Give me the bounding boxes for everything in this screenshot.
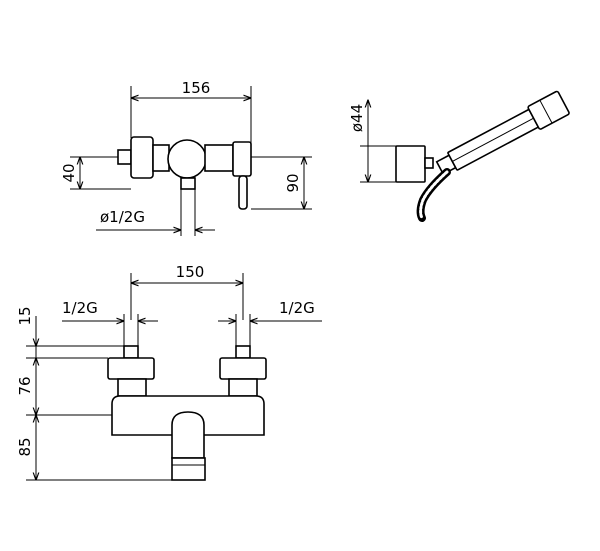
shower-head-divider	[539, 99, 553, 124]
spout	[171, 411, 205, 459]
spout-outlet	[171, 457, 206, 481]
dim-label-40: 40	[60, 163, 78, 182]
dim-label-inlet: ø1/2G	[100, 208, 145, 226]
front-view: 150 1/2G 1/2G 15	[16, 263, 322, 481]
mixer-body	[167, 139, 207, 179]
dim-label-85: 85	[16, 437, 34, 456]
inlet-stub-left	[123, 345, 139, 359]
dim-label-15: 15	[16, 306, 34, 325]
dim-label-156: 156	[182, 79, 211, 97]
lever-handle	[238, 175, 248, 210]
inlet-connector-right	[228, 378, 258, 397]
holder-neck	[424, 157, 434, 169]
dim-label-44: ø44	[348, 104, 366, 132]
shower-hose-inner	[419, 170, 449, 220]
dim-label-150: 150	[176, 263, 205, 281]
inlet-nut-right	[219, 357, 267, 380]
top-view: 156 40 90 ø1/2G	[60, 79, 312, 236]
shower-holder	[395, 145, 426, 183]
inlet-stub-right	[235, 345, 251, 359]
wall-flange	[130, 136, 154, 179]
lever-housing	[232, 141, 252, 177]
inlet-stub	[117, 149, 132, 165]
dim-label-inlet-left: 1/2G	[62, 299, 98, 317]
outlet-nut	[180, 177, 196, 190]
shower-head	[527, 90, 570, 130]
dim-label-90: 90	[284, 173, 302, 192]
dim-label-inlet-right: 1/2G	[279, 299, 315, 317]
hand-shower-view: ø44	[348, 90, 570, 222]
inlet-nut-left	[107, 357, 155, 380]
dim-label-76: 76	[16, 376, 34, 395]
body-connector	[152, 144, 170, 172]
body-connector-right	[204, 144, 234, 172]
inlet-connector-left	[117, 378, 147, 397]
shower-handle-line	[452, 117, 534, 162]
